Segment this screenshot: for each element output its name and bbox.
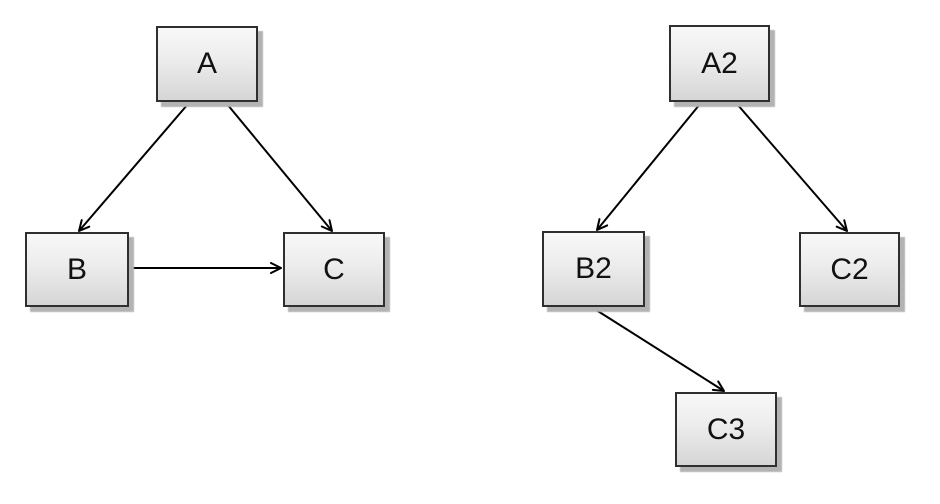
node-A2[interactable]: A2 <box>669 25 770 102</box>
node-B[interactable]: B <box>25 232 129 307</box>
node-label-A: A <box>196 47 217 80</box>
node-C2[interactable]: C2 <box>799 232 900 307</box>
node-label-C3: C3 <box>706 412 746 446</box>
node-B2[interactable]: B2 <box>542 231 645 307</box>
node-label-C: C <box>323 252 345 286</box>
node-A[interactable]: A <box>156 26 258 102</box>
node-label-A2: A2 <box>701 46 738 80</box>
node-label-B: B <box>66 252 87 286</box>
node-C3[interactable]: C3 <box>675 392 777 467</box>
node-label-B2: B2 <box>575 252 612 285</box>
node-C[interactable]: C <box>283 232 385 307</box>
node-label-C2: C2 <box>830 252 869 286</box>
